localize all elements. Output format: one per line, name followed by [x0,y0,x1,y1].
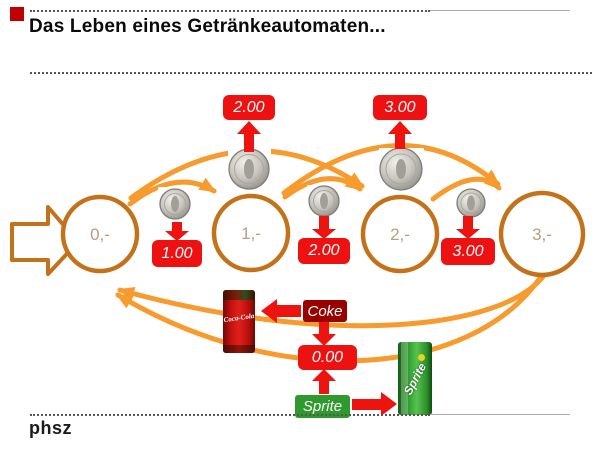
label-credit-2: 2.00 [298,238,350,264]
arrow-down-coin-3 [456,216,480,239]
coke-can-script: Coca-Cola [223,311,255,325]
phsz-logo: phsz [29,418,73,438]
coke-can-bottom-band [223,345,255,353]
logo-red-square [10,7,24,21]
arrow-up-sprite-to-zero [312,369,336,394]
coin-1-franc-b [307,185,341,219]
state-0-label: 0,- [90,225,110,244]
arrow-down-coke-to-zero [312,322,336,346]
sprite-can-image: Sprite [398,342,432,415]
header-dotted-rule [30,10,430,12]
label-credit-1: 1.00 [152,240,202,267]
arrow-right-to-sprite-can [352,392,397,416]
arc-0-to-1 [127,177,217,207]
state-3 [498,190,586,278]
initial-state-arrow [10,205,80,276]
arrow-down-coin-2 [312,216,336,239]
footer-solid-rule [430,414,570,415]
state-0 [60,194,140,274]
arc-return-sprite [115,275,543,364]
sprite-can-shine [401,342,408,415]
header-solid-rule [430,10,570,11]
coin-2-francs-b [379,147,424,191]
state-1-label: 1,- [241,224,261,243]
arrow-down-coin-1 [165,222,189,241]
label-credit-3: 3.00 [441,238,495,265]
slide-title: Das Leben eines Getränkeautomaten... [29,16,386,37]
coke-can-top-band [223,290,255,300]
coin-1-franc-a [158,187,192,222]
footer-dotted-rule [30,414,430,416]
label-credit-0: 0.00 [298,345,357,370]
coin-2-francs-a [228,148,271,190]
coin-1-franc-c [455,188,488,219]
subheader-dotted-rule [30,72,592,74]
arrow-up-label-3francs [388,121,412,149]
label-sprite: Sprite [295,395,350,418]
state-1 [211,193,291,273]
label-3francs-top: 3.00 [373,95,427,120]
label-2francs-top: 2.00 [223,95,275,120]
arrow-left-to-coke-can [261,299,301,323]
sprite-can-lemon-dot [418,354,425,361]
coke-can-image: Coca-Cola [223,290,255,353]
arc-return-coke [117,271,548,329]
state-2-label: 2,- [390,225,410,244]
arrow-up-label-2francs [237,121,261,152]
state-3-label: 3,- [532,225,552,244]
label-coke: Coke [303,300,347,322]
state-2 [360,194,440,274]
